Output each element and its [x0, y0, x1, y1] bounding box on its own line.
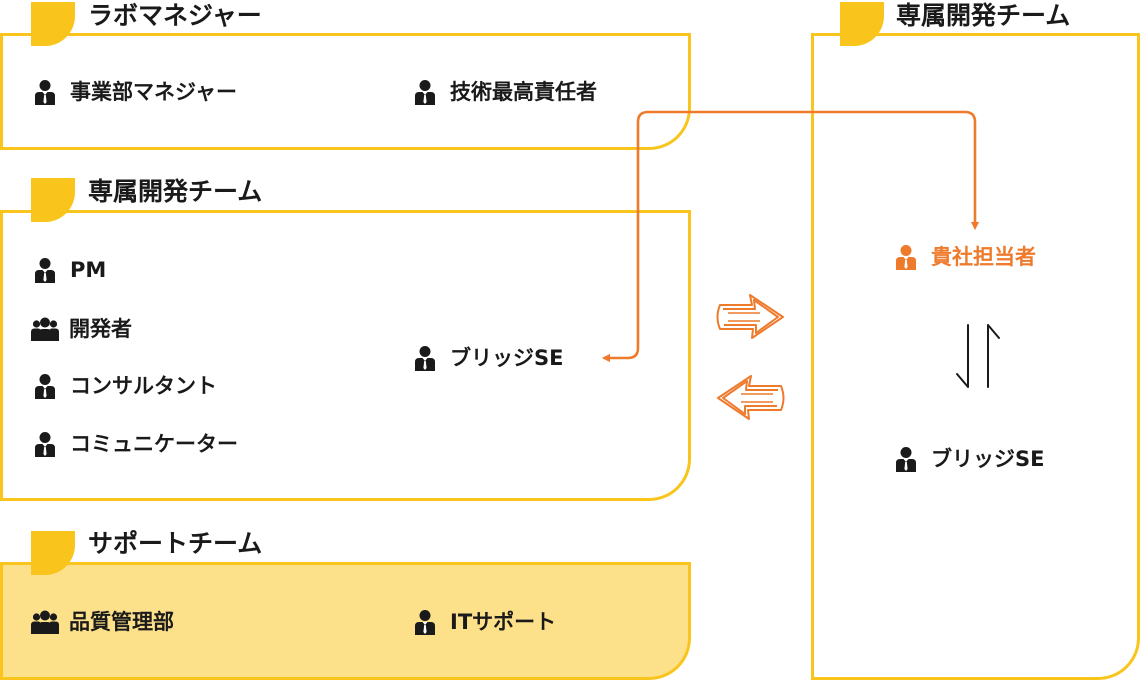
member-label: PM: [70, 258, 107, 282]
lab-manager-panel: [0, 33, 691, 150]
lab-manager-member: 事業部マネジャー: [34, 78, 237, 106]
person-icon: [34, 431, 56, 457]
right-exchange-arrow-icon: [716, 294, 784, 339]
client-contact: 貴社担当者: [895, 243, 1036, 271]
lab-manager-member: 技術最高責任者: [414, 78, 597, 106]
dedicated-team-member: 開発者: [31, 315, 132, 343]
person-icon: [34, 373, 56, 399]
member-label: 技術最高責任者: [450, 80, 597, 104]
member-label: ブリッジSE: [931, 447, 1045, 471]
person-icon: [895, 446, 917, 472]
dedicated-team-member: ブリッジSE: [414, 344, 563, 372]
client-team-member: ブリッジSE: [895, 445, 1044, 473]
support-team-panel: [0, 562, 691, 680]
dedicated-team-member: コミュニケーター: [34, 430, 238, 458]
person-icon: [34, 257, 56, 283]
lab-manager-title: ラボマネジャー: [80, 0, 268, 32]
member-label: ブリッジSE: [450, 346, 564, 370]
left-exchange-arrow-icon: [717, 375, 785, 420]
member-label: 品質管理部: [69, 610, 174, 634]
person-icon: [414, 609, 436, 635]
member-label: コミュニケーター: [70, 432, 238, 456]
person-icon: [414, 345, 436, 371]
person-icon: [34, 79, 56, 105]
client-team-panel: [811, 33, 1140, 680]
client-team-title: 専属開発チーム: [888, 0, 1077, 32]
member-label: 貴社担当者: [931, 245, 1036, 269]
person-icon: [895, 244, 917, 270]
member-label: コンサルタント: [70, 374, 217, 398]
support-team-member: ITサポート: [414, 608, 556, 636]
member-label: ITサポート: [450, 610, 557, 634]
group-icon: [31, 317, 59, 341]
dedicated-team-title: 専属開発チーム: [80, 176, 269, 208]
dedicated-team-member: PM: [34, 256, 106, 284]
support-team-title: サポートチーム: [80, 528, 269, 560]
dedicated-team-member: コンサルタント: [34, 372, 217, 400]
group-icon: [31, 610, 59, 634]
member-label: 事業部マネジャー: [70, 80, 237, 104]
person-icon: [414, 79, 436, 105]
member-label: 開発者: [69, 317, 132, 341]
support-team-member: 品質管理部: [31, 608, 174, 636]
dedicated-team-panel: [0, 210, 691, 501]
